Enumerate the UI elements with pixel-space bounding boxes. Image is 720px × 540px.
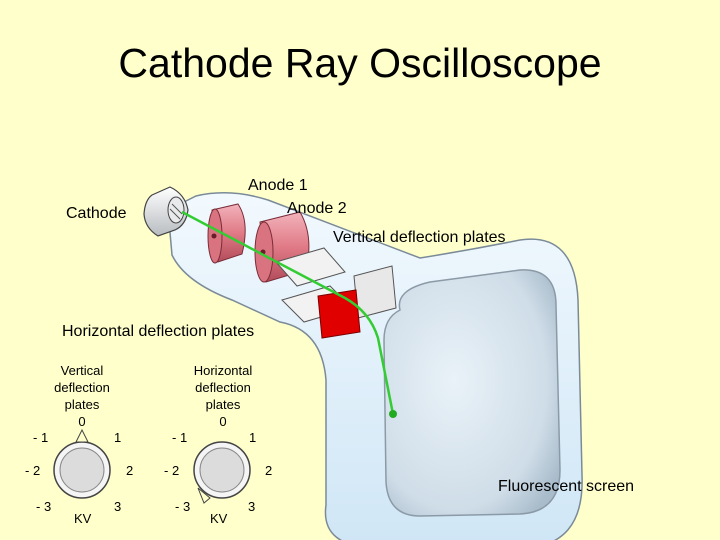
dial-1-tick-m1: - 1	[33, 430, 49, 445]
anode-2-label: Anode 2	[287, 200, 347, 217]
anode-1	[207, 203, 246, 264]
vertical-plates-label: Vertical deflection plates	[333, 229, 506, 246]
dial-1-tick-p1: 1	[114, 430, 122, 445]
anode-1-label: Anode 1	[248, 177, 308, 194]
dial-2-caption-line: plates	[205, 397, 241, 412]
vertical-plate-front	[317, 289, 361, 339]
dial-1-caption-line: deflection	[54, 380, 110, 395]
dial-2-unit: KV	[210, 511, 228, 526]
beam-spot	[389, 410, 397, 418]
cathode-label: Cathode	[66, 205, 127, 222]
dial-1-caption: Vertical deflection plates 0	[42, 362, 122, 430]
page-title: Cathode Ray Oscilloscope	[118, 40, 602, 86]
dial-1-unit: KV	[74, 511, 92, 526]
dial-2-tick-m3: - 3	[175, 499, 191, 514]
dial-1-tick-m2: - 2	[25, 463, 41, 478]
dial-2-tick-p1: 1	[249, 430, 257, 445]
dial-1-caption-line: Vertical	[60, 363, 104, 378]
dial-2-tick-m1: - 1	[172, 430, 188, 445]
cathode-cap	[143, 186, 189, 237]
dial-2-caption-line: deflection	[195, 380, 251, 395]
electron-beam	[181, 210, 395, 415]
dial-2-tick-zero: 0	[219, 414, 227, 429]
dial-1-tick-p2: 2	[126, 463, 134, 478]
horizontal-plate-top	[275, 247, 346, 287]
dial-1-tick-p3: 3	[114, 499, 122, 514]
dial-2-tick-m2: - 2	[164, 463, 180, 478]
dial-1-caption-line: plates	[64, 397, 100, 412]
dial-2-tick-p2: 2	[265, 463, 273, 478]
horizontal-voltage-dial	[193, 441, 251, 504]
dial-1-tick-m3: - 3	[36, 499, 52, 514]
screen-label: Fluorescent screen	[498, 478, 635, 495]
dial-2-caption: Horizontal deflection plates 0	[183, 362, 263, 430]
dial-1-tick-zero: 0	[78, 414, 86, 429]
vertical-voltage-dial	[53, 428, 111, 499]
dial-2-caption-line: Horizontal	[193, 363, 253, 378]
dial-2-tick-p3: 3	[248, 499, 256, 514]
horizontal-plates-label: Horizontal deflection plates	[62, 323, 255, 340]
fluorescent-screen	[383, 269, 561, 517]
